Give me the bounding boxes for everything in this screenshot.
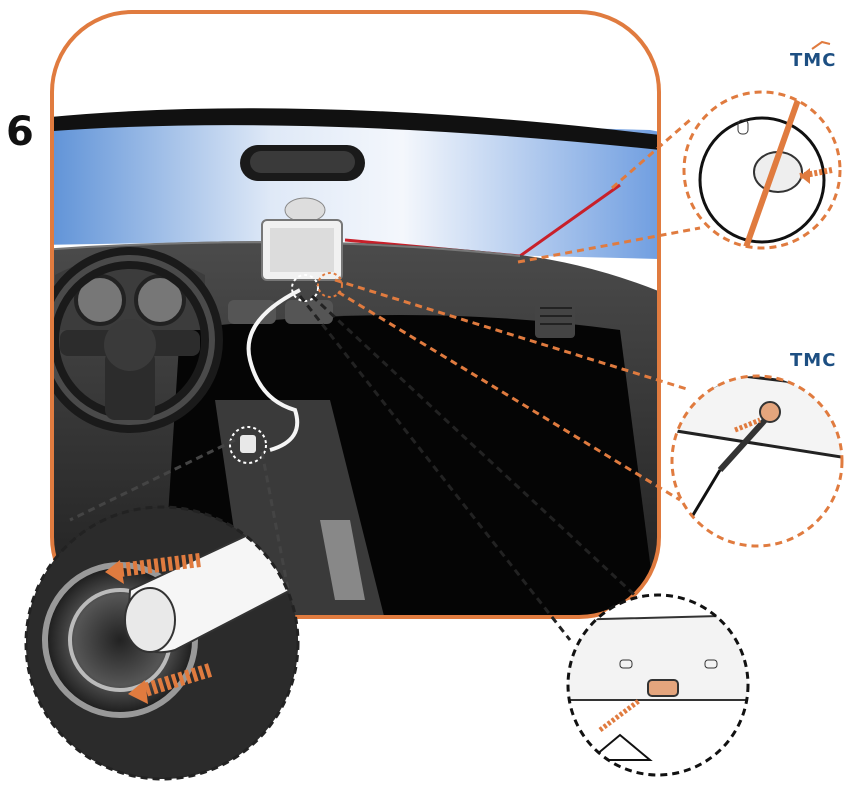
detail-device-port: [565, 595, 760, 775]
tmc-logo-top: TMC: [790, 52, 836, 70]
tmc-label-top: TMC: [790, 50, 836, 71]
detail-antenna-suction: [684, 80, 840, 250]
detail-antenna-jack: [670, 375, 857, 546]
tmc-logo-middle: TMC: [790, 352, 836, 370]
tmc-signal-icon: [810, 40, 832, 50]
step-number: 6: [6, 112, 34, 152]
tmc-label-middle: TMC: [790, 350, 836, 371]
